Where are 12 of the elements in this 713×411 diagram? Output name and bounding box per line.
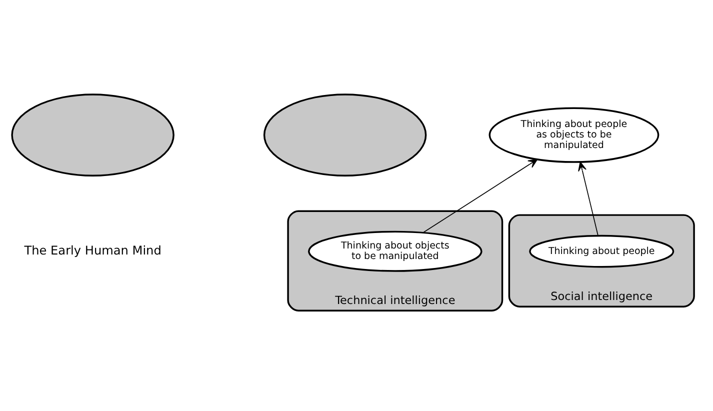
cluster: [287, 210, 504, 311]
arrow: [578, 161, 598, 236]
node-ellipse: Thinking about objects to be manipulated: [308, 230, 482, 272]
node-label: Social intelligence: [550, 290, 653, 303]
node-label: Technical intelligence: [335, 294, 456, 307]
node-ellipse: Thinking about people: [529, 234, 674, 268]
node-ellipse: Thinking about people as objects to be manipulated: [488, 106, 660, 162]
node-ellipse: [11, 93, 174, 176]
label: The Early Human Mind: [24, 243, 162, 258]
node-ellipse: [263, 93, 427, 176]
arrow: [422, 158, 538, 233]
cluster: [508, 214, 695, 307]
